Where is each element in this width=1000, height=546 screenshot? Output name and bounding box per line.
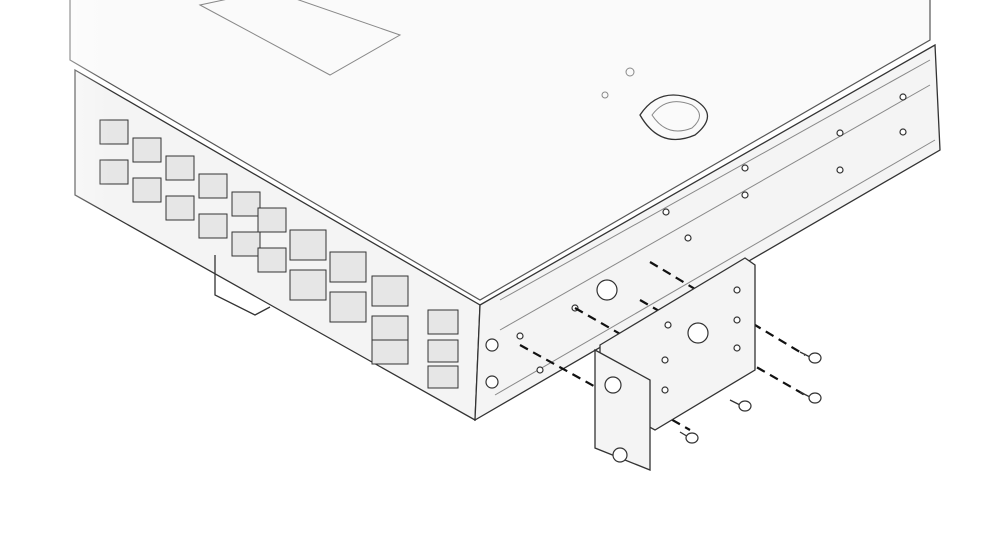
fade-overlay	[0, 0, 110, 546]
top-screw-hole	[625, 67, 635, 77]
chassis-foot	[214, 255, 271, 316]
mounting-bracket	[594, 257, 756, 471]
screw-icon	[679, 431, 699, 444]
top-label-area	[198, 0, 402, 76]
top-screw-hole	[601, 91, 609, 99]
management-ports	[427, 309, 459, 389]
bracket-hole	[612, 447, 628, 463]
front-screw	[485, 338, 499, 352]
side-rail	[499, 84, 931, 331]
front-screw	[485, 375, 499, 389]
screws	[679, 351, 822, 444]
sfp-ports	[289, 229, 409, 365]
lift-handle-inner	[651, 101, 700, 132]
bracket-slot	[604, 376, 622, 394]
screw-icon	[799, 391, 822, 404]
bracket-hole-large	[687, 322, 709, 344]
lift-handle	[639, 94, 709, 141]
side-rail-lower	[494, 139, 936, 396]
chassis-top-cover	[69, 0, 931, 301]
switch-chassis	[0, 0, 941, 546]
screw-icon	[799, 351, 822, 364]
screw-icon	[729, 399, 752, 412]
side-rail	[499, 59, 931, 301]
chassis-side-panel	[474, 43, 941, 422]
